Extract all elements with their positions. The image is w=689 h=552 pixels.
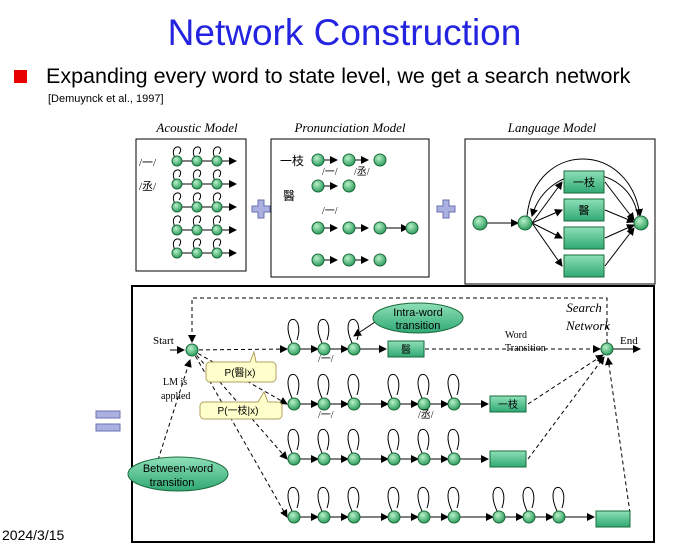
pronunciation-model-title: Pronunciation Model <box>293 120 405 135</box>
start-label: Start <box>153 335 174 347</box>
start-node <box>185 343 199 357</box>
intra-word-label-2: transition <box>396 320 441 332</box>
word-box-yi <box>387 340 425 358</box>
prob-callout-1 <box>205 350 277 383</box>
word-transition-label-1: Word <box>505 330 527 341</box>
word-box-yizhi-label: 一枝 <box>498 398 518 411</box>
plus-icon <box>436 199 456 219</box>
pron-word-yizhi: 一枝 <box>280 153 304 168</box>
bullet-text: Expanding every word to state level, we … <box>46 64 631 88</box>
search-row-2 <box>287 373 489 408</box>
lm-applied-label-2: applied <box>161 391 190 402</box>
slide-date: 2024/3/15 <box>2 527 65 543</box>
search-row-3 <box>287 428 489 463</box>
search-row-1 <box>287 318 387 353</box>
row2-phone-zhi: /丞/ <box>418 409 434 421</box>
prob-label-1: P(醫|x) <box>225 367 256 379</box>
pronunciation-nodes <box>311 153 419 267</box>
word-transition-label-2: Transition <box>505 343 546 354</box>
pron-word-yi: 醫 <box>283 189 295 203</box>
intra-word-label-1: Intra-word <box>393 307 443 319</box>
intra-word-callout <box>353 302 464 337</box>
prob-callout-2 <box>199 390 283 420</box>
page-title: Network Construction <box>167 12 522 53</box>
equals-icon <box>95 410 121 432</box>
language-word-boxes <box>563 170 605 278</box>
between-word-label-1: Between-word <box>143 463 213 475</box>
prob-label-2: P(一枝|x) <box>218 404 259 417</box>
lm-applied-label-1: LM is <box>163 377 187 388</box>
search-row-1-nodes <box>287 342 361 356</box>
acoustic-model-title: Acoustic Model <box>155 120 238 135</box>
acoustic-phone-zhi: /丞/ <box>139 180 157 193</box>
acoustic-hmm-rows <box>172 146 237 257</box>
search-row-3-nodes <box>287 452 461 466</box>
search-row-4 <box>287 486 595 521</box>
acoustic-phone-yi: /一/ <box>139 157 157 169</box>
end-node <box>600 342 614 356</box>
language-nodes <box>472 215 649 231</box>
pron-phone-b: /丞/ <box>354 166 370 178</box>
search-network-title-1: Search <box>566 300 602 315</box>
word-box-yi-label: 醫 <box>401 344 411 356</box>
language-model-title: Language Model <box>507 120 597 135</box>
search-row-2-nodes <box>287 397 461 411</box>
word-box-3 <box>489 450 527 468</box>
search-network-title-2: Network <box>565 318 610 333</box>
between-word-label-2: transition <box>150 477 195 489</box>
pron-phone-a: /一/ <box>322 167 338 178</box>
citation: [Demuynck et al., 1997] <box>48 93 164 105</box>
word-box-yizhi <box>489 395 527 413</box>
row2-phone-yi: /一/ <box>318 410 334 421</box>
language-model-panel <box>464 138 656 285</box>
row1-phone: /一/ <box>318 354 334 365</box>
plus-icon <box>251 199 271 219</box>
end-label: End <box>620 335 638 347</box>
lm-word-yi: 醫 <box>579 204 590 217</box>
pron-phone-c: /一/ <box>322 206 338 217</box>
bullet-marker <box>14 70 27 83</box>
search-row-4-nodes <box>287 510 566 524</box>
between-word-callout <box>127 456 229 492</box>
acoustic-nodes <box>171 155 223 259</box>
word-box-4 <box>595 510 631 528</box>
lm-word-yizhi: 一枝 <box>573 175 595 189</box>
